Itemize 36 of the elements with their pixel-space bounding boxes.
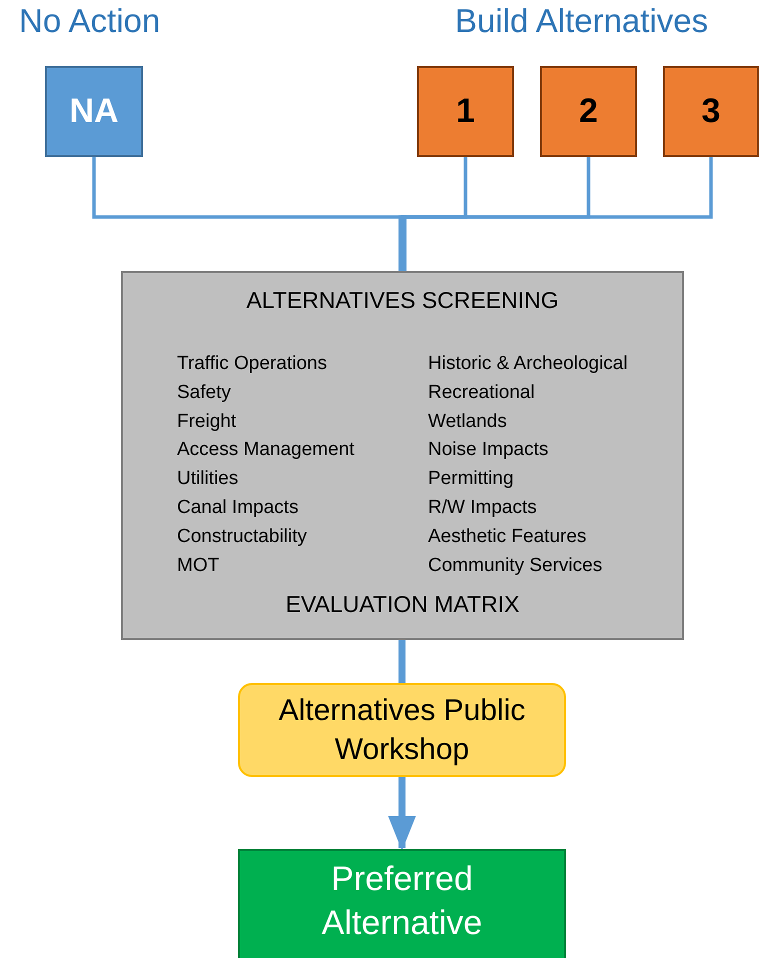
box-text: Alternatives Public Workshop bbox=[278, 693, 526, 768]
criterion-text: Wetlands bbox=[428, 410, 507, 433]
box-text: NA bbox=[69, 91, 119, 132]
trunk-line bbox=[398, 215, 406, 271]
criterion-text: MOT bbox=[177, 554, 220, 577]
criterion-text: Safety bbox=[177, 382, 231, 404]
workshop-box bbox=[238, 683, 566, 777]
result-box bbox=[238, 849, 566, 958]
criterion-text: Recreational bbox=[428, 382, 535, 404]
group-label: Build Alternatives bbox=[455, 2, 708, 40]
screening-box bbox=[121, 271, 684, 640]
criterion-text: Noise Impacts bbox=[428, 439, 548, 462]
criterion-text: Freight bbox=[177, 410, 236, 433]
alternative-box bbox=[663, 66, 759, 157]
criterion-text: R/W Impacts bbox=[428, 497, 537, 519]
criterion-text: Historic & Archeological bbox=[428, 353, 628, 375]
criterion-text: Community Services bbox=[428, 554, 602, 577]
box-text: Preferred Alternative bbox=[320, 859, 484, 944]
alternative-box bbox=[45, 66, 143, 157]
criterion-text: Utilities bbox=[177, 468, 238, 490]
criterion-text: Permitting bbox=[428, 468, 514, 490]
criterion-text: Access Management bbox=[177, 439, 354, 462]
connector bbox=[398, 640, 406, 683]
box-label: No Action bbox=[19, 2, 160, 40]
heading: ALTERNATIVES SCREENING bbox=[245, 287, 560, 314]
criterion-text: Constructability bbox=[177, 526, 307, 548]
criterion-text: Aesthetic Features bbox=[428, 526, 586, 548]
criterion-text: Canal Impacts bbox=[177, 497, 298, 519]
box-text: 1 bbox=[456, 91, 475, 132]
alternative-box bbox=[417, 66, 514, 157]
box-text: 3 bbox=[702, 91, 720, 132]
heading: EVALUATION MATRIX bbox=[284, 591, 520, 618]
criterion-text: Traffic Operations bbox=[177, 353, 327, 375]
connector bbox=[388, 777, 416, 851]
box-text: 2 bbox=[579, 91, 598, 132]
alternative-box bbox=[540, 66, 637, 157]
